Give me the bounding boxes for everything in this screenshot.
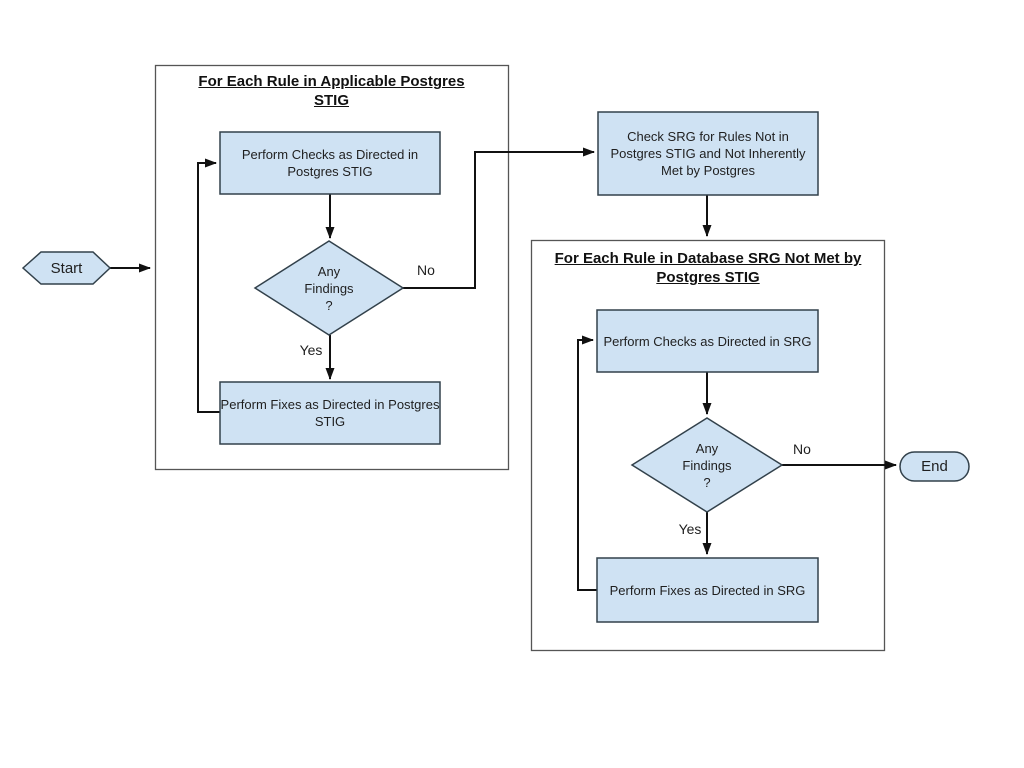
decision2-label: Any Findings ? — [682, 440, 732, 490]
connector-fix2-loopback-to-check2 — [577, 335, 597, 591]
loop1-title: For Each Rule in Applicable Postgres STI… — [198, 73, 465, 109]
fix2-process-shape — [596, 557, 819, 623]
decision1-no-label: No — [417, 261, 435, 278]
fix2-label: Perform Fixes as Directed in SRG — [609, 582, 806, 598]
check1-process-shape — [219, 131, 441, 195]
fix1-process-shape — [219, 381, 441, 445]
loop2-container-box — [530, 239, 886, 652]
decision1-diamond-shape — [253, 240, 405, 336]
decision2-no-label: No — [793, 440, 811, 457]
start-label: Start — [50, 259, 83, 277]
connector-fix1-loopback-to-check1 — [197, 158, 220, 413]
loop1-container-box — [154, 64, 510, 471]
shape-group — [21, 111, 970, 623]
start-terminator-shape — [21, 251, 112, 285]
end-label: End — [921, 458, 948, 475]
check2-label: Perform Checks as Directed in SRG — [603, 333, 812, 349]
decision1-label: Any Findings ? — [304, 263, 354, 313]
check2-process-shape — [596, 309, 819, 373]
connector-group — [110, 147, 897, 591]
end-terminator-shape — [899, 451, 970, 482]
check1-label: Perform Checks as Directed in Postgres S… — [241, 147, 419, 179]
checksrg-process-shape — [597, 111, 819, 196]
decision2-diamond-shape — [630, 417, 784, 513]
checksrg-label: Check SRG for Rules Not in Postgres STIG… — [610, 129, 806, 178]
decision2-yes-label: Yes — [678, 520, 702, 537]
loop2-title: For Each Rule in Database SRG Not Met by… — [554, 250, 862, 286]
decision1-yes-label: Yes — [299, 341, 323, 358]
fix1-label: Perform Fixes as Directed in Postgres ST… — [220, 397, 440, 429]
connector-decision1-no-to-checksrg — [403, 147, 595, 289]
